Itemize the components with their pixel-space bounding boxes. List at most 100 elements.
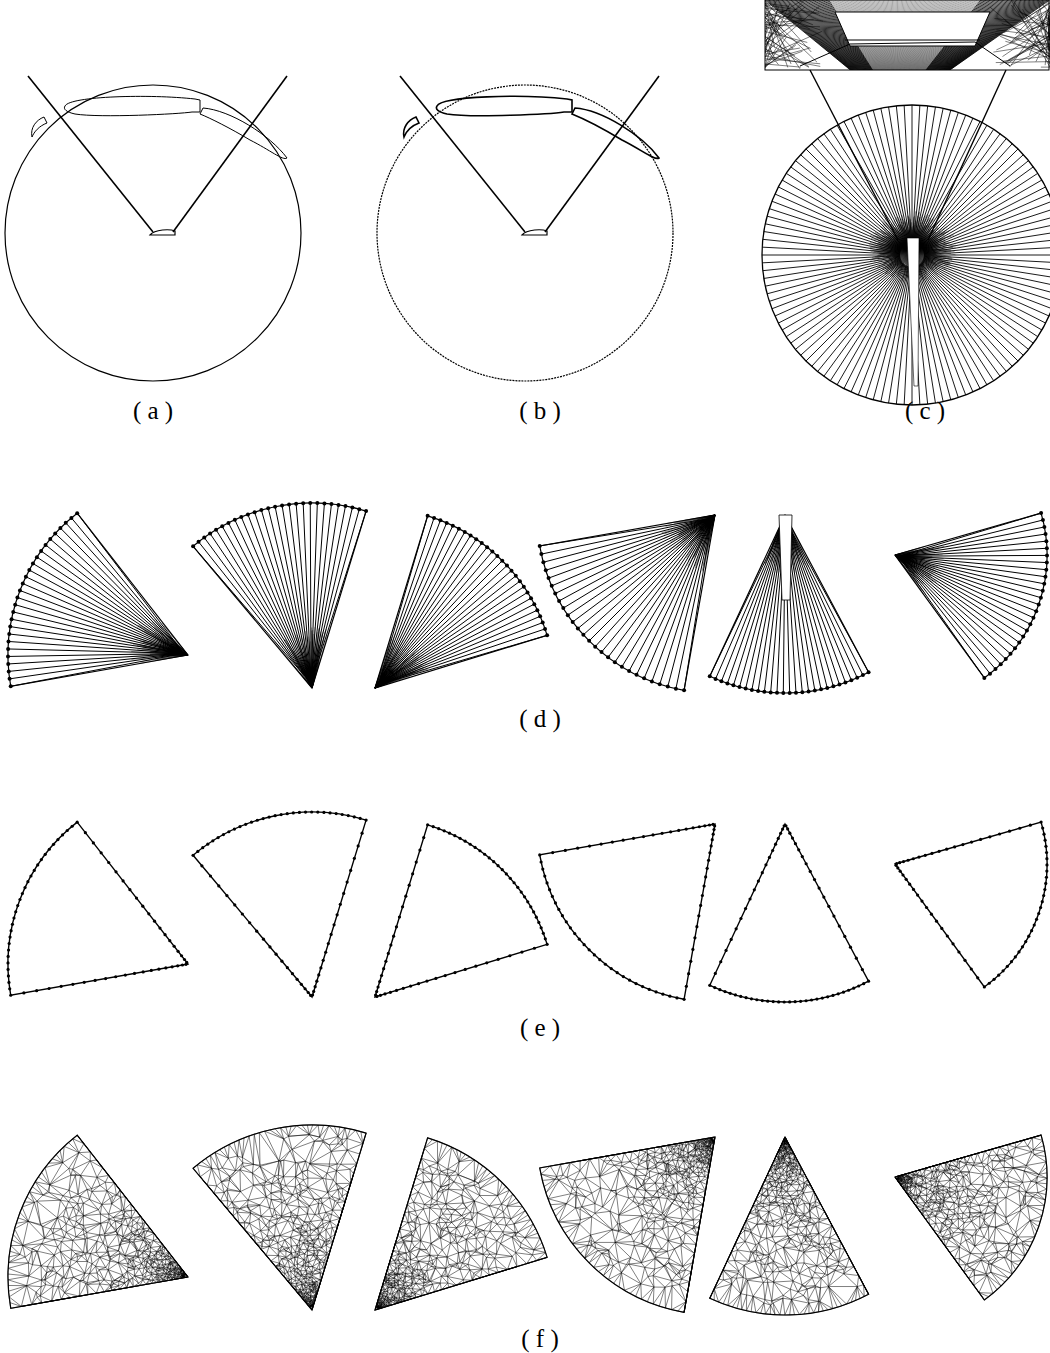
- spoke-line: [920, 264, 1012, 367]
- boundary-node: [437, 827, 440, 830]
- boundary-node: [404, 895, 407, 898]
- spoke-line: [917, 266, 980, 389]
- boundary-node: [40, 858, 43, 861]
- boundary-node: [18, 898, 21, 901]
- inset-grid-line: [1011, 5, 1050, 55]
- grid-line: [552, 519, 710, 586]
- boundary-node: [661, 993, 664, 996]
- sector-outline: [540, 824, 715, 999]
- boundary-node: [322, 959, 325, 962]
- cut-line: [173, 76, 287, 232]
- boundary-node: [7, 981, 10, 984]
- boundary-node: [23, 886, 26, 889]
- grid-line: [375, 671, 417, 688]
- boundary-node: [392, 935, 395, 938]
- inset-grid-line: [765, 64, 801, 67]
- boundary-node: [444, 974, 447, 977]
- boundary-node: [11, 923, 14, 926]
- grid-line: [235, 520, 310, 681]
- grid-line: [55, 533, 182, 651]
- grid-line: [716, 522, 784, 679]
- boundary-node: [316, 810, 319, 813]
- sector-boundary: [6, 821, 188, 997]
- boundary-node: [387, 952, 390, 955]
- sector-outline: [8, 822, 188, 995]
- grid-line: [901, 558, 1024, 637]
- zoom-line: [810, 70, 898, 240]
- boundary-node: [66, 829, 69, 832]
- boundary-node: [217, 884, 220, 887]
- boundary-node: [474, 846, 477, 849]
- boundary-node: [181, 963, 184, 966]
- grid-line: [895, 555, 936, 582]
- grid-line: [312, 628, 319, 688]
- boundary-node: [610, 967, 613, 970]
- boundary-node: [342, 892, 345, 895]
- grid-line: [23, 584, 182, 653]
- boundary-node: [458, 837, 461, 840]
- boundary-node: [569, 926, 572, 929]
- boundary-node: [310, 810, 313, 813]
- grid-line: [312, 509, 359, 680]
- boundary-node: [501, 868, 504, 871]
- boundary-node: [104, 977, 107, 980]
- grid-line: [155, 628, 188, 655]
- boundary-node: [401, 905, 404, 908]
- grid-line: [381, 616, 540, 683]
- boundary-node: [133, 972, 136, 975]
- boundary-node: [380, 974, 383, 977]
- boundary-node: [296, 978, 299, 981]
- inset-grid-line: [765, 8, 816, 13]
- boundary-node: [209, 874, 212, 877]
- boundary-node: [9, 994, 12, 997]
- grid-line: [381, 610, 538, 683]
- boundary-node: [346, 880, 349, 883]
- boundary-node: [668, 995, 671, 998]
- boundary-node: [478, 849, 481, 852]
- boundary-node: [71, 825, 74, 828]
- grid-line: [662, 515, 715, 533]
- main-element: [64, 96, 200, 115]
- grid-line: [559, 519, 709, 600]
- grid-line: [210, 534, 309, 681]
- grid-line: [66, 523, 182, 651]
- boundary-node: [92, 841, 95, 844]
- boundary-node: [275, 953, 278, 956]
- boundary-node: [286, 812, 289, 815]
- center-stub: [150, 230, 175, 235]
- boundary-node: [128, 888, 131, 891]
- boundary-node: [483, 853, 486, 856]
- inset-airfoil-region: [835, 12, 990, 46]
- boundary-node: [150, 969, 153, 972]
- dense-core: [872, 247, 912, 259]
- spoke-line: [866, 112, 909, 243]
- boundary-node: [241, 912, 244, 915]
- spoke-line: [920, 263, 1018, 361]
- spoke-line: [778, 260, 901, 323]
- inset-grid-line: [765, 36, 809, 66]
- grid-line: [375, 645, 407, 688]
- boundary-node: [171, 965, 174, 968]
- grid-line: [204, 538, 309, 681]
- boundary-node: [29, 874, 32, 877]
- grid-line: [375, 669, 401, 688]
- boundary-node: [84, 831, 87, 834]
- sector-boundary: [191, 810, 367, 997]
- grid-line: [148, 623, 188, 655]
- boundary-node: [357, 844, 360, 847]
- boundary-node: [7, 955, 10, 958]
- spoke-line: [919, 265, 1000, 377]
- grid-line: [137, 628, 188, 655]
- grid-line: [895, 555, 938, 567]
- boundary-node: [280, 960, 283, 963]
- inset-grid-line: [765, 13, 817, 62]
- boundary-node: [453, 971, 456, 974]
- sector-outline: [193, 503, 366, 688]
- boundary-node: [434, 977, 437, 980]
- boundary-node: [542, 932, 545, 935]
- spoke-line: [921, 263, 1028, 350]
- spoke-line: [924, 257, 1050, 286]
- flap-element: [200, 108, 287, 159]
- boundary-node: [395, 925, 398, 928]
